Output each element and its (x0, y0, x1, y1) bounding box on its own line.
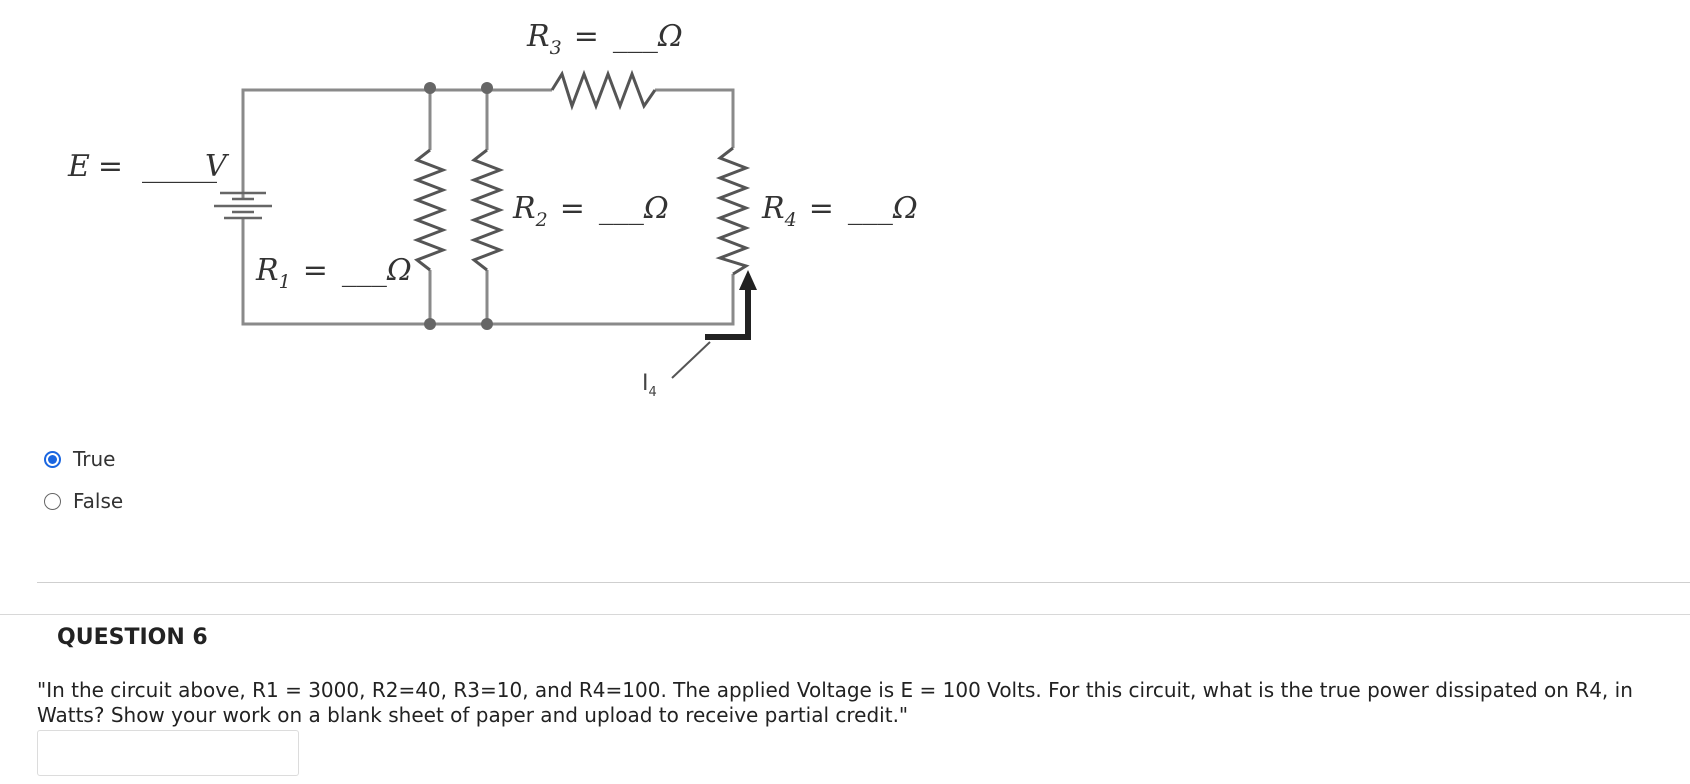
resistor-r1-symbol (412, 148, 448, 272)
current-label: I4 (642, 371, 657, 400)
option-false[interactable]: False (44, 489, 123, 513)
battery-icon (214, 191, 272, 220)
r1-label: R1=___Ω (255, 253, 412, 293)
r2-label: R2=___Ω (512, 191, 669, 231)
resistor-r3-symbol (550, 69, 657, 111)
question-divider (0, 614, 1690, 615)
radio-true[interactable] (44, 450, 61, 468)
option-false-label: False (73, 489, 124, 513)
option-true-label: True (73, 447, 116, 471)
circuit-nodes (424, 82, 493, 330)
voltage-unit: V (205, 149, 230, 184)
voltage-label: E= (67, 149, 123, 184)
option-true[interactable]: True (44, 447, 115, 471)
answer-input[interactable] (37, 730, 299, 776)
r4-label: R4=___Ω (761, 191, 918, 231)
circuit-diagram: E= _____ V R3=___Ω R2=___Ω R4=___Ω R1=__… (67, 19, 918, 400)
resistor-r4-symbol (715, 146, 751, 276)
question-text: "In the circuit above, R1 = 3000, R2=40,… (37, 678, 1633, 727)
radio-false[interactable] (44, 492, 61, 510)
r3-label: R3=___Ω (526, 19, 683, 59)
radio-dot (48, 454, 57, 464)
current-arrow-icon (671, 270, 757, 379)
voltage-blank: _____ (142, 149, 217, 184)
resistor-r2-symbol (469, 148, 505, 272)
divider (37, 582, 1690, 583)
question-title: QUESTION 6 (57, 625, 208, 650)
